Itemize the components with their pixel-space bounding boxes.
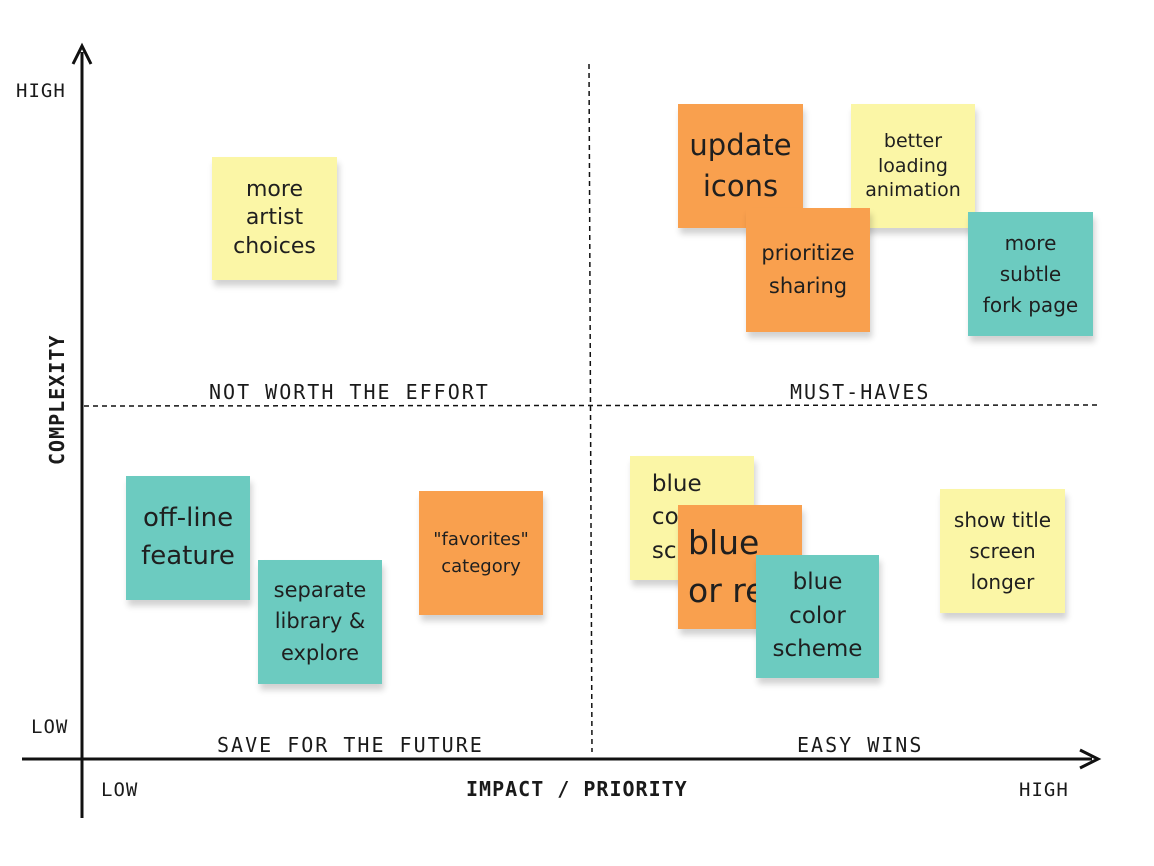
sticky-note-favorites-category[interactable]: "favorites" category: [419, 491, 543, 615]
quadrant-label-save-for-the-future: SAVE FOR THE FUTURE: [217, 733, 484, 757]
sticky-note-offline-feature[interactable]: off-line feature: [126, 476, 250, 600]
horizontal-divider: [83, 404, 1099, 407]
y-axis-arrow: [71, 42, 93, 65]
x-high-label: HIGH: [1019, 779, 1069, 801]
quadrant-label-easy-wins: EASY WINS: [797, 733, 924, 757]
sticky-note-blue-color-scheme[interactable]: blue color scheme: [756, 555, 879, 678]
y-high-label: HIGH: [16, 80, 66, 102]
y-low-label: LOW: [31, 716, 69, 738]
sticky-note-separate-library-explore[interactable]: separate library & explore: [258, 560, 382, 684]
sticky-note-update-icons[interactable]: update icons: [678, 104, 803, 228]
quadrant-label-must-haves: MUST-HAVES: [790, 380, 931, 404]
x-axis-title: IMPACT / PRIORITY: [466, 777, 688, 801]
sticky-note-more-subtle-fork-page[interactable]: more subtle fork page: [968, 212, 1093, 336]
y-axis-title: COMPLEXITY: [45, 334, 69, 465]
x-low-label: LOW: [101, 779, 139, 801]
sticky-note-show-title-screen-longer[interactable]: show title screen longer: [940, 489, 1065, 613]
sticky-note-better-loading-animation[interactable]: better loading animation: [851, 104, 975, 228]
sticky-note-prioritize-sharing[interactable]: prioritize sharing: [746, 208, 870, 332]
quadrant-label-not-worth-the-effort: NOT WORTH THE EFFORT: [209, 380, 490, 404]
x-axis-arrow: [1079, 748, 1102, 770]
vertical-divider: [588, 63, 593, 753]
sticky-note-more-artist-choices[interactable]: more artist choices: [212, 157, 337, 280]
